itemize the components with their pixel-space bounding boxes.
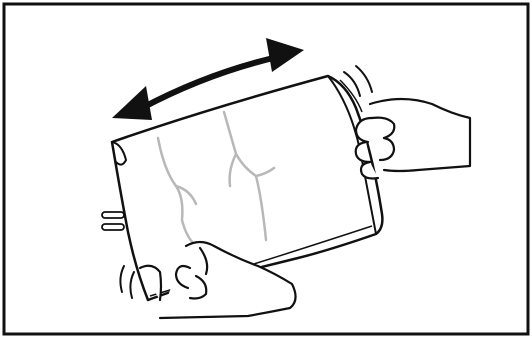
- motion-lines-icon: [120, 266, 134, 298]
- zipper-icon: [102, 212, 124, 230]
